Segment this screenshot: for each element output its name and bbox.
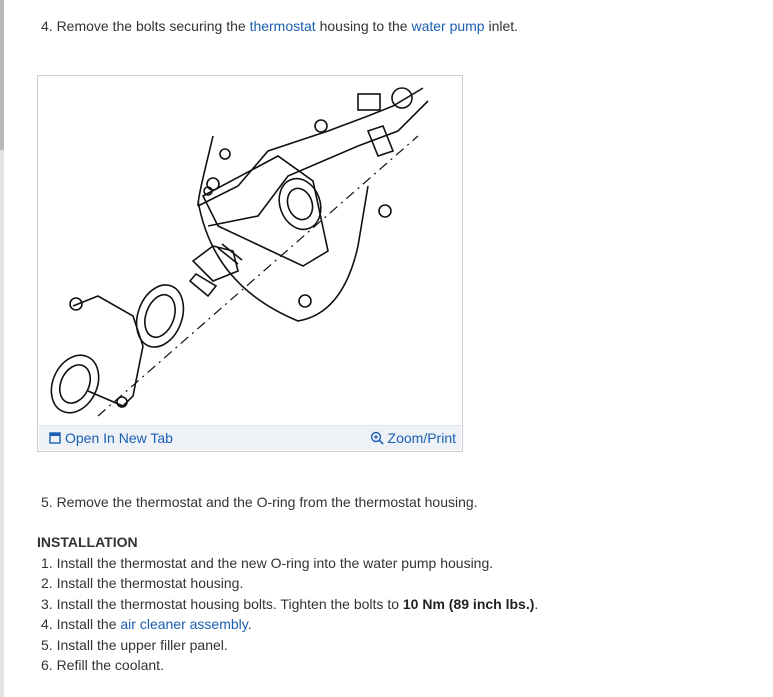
step-5-text: 5. Remove the thermostat and the O-ring … <box>41 494 478 510</box>
open-in-new-tab-label: Open In New Tab <box>65 430 173 446</box>
water-pump-link[interactable]: water pump <box>411 18 485 34</box>
page-scrollbar[interactable] <box>0 0 4 697</box>
figure-toolbar: Open In New Tab Zoom/Print <box>39 425 461 450</box>
step-4-prefix: 4. Remove the bolts securing the <box>41 18 250 34</box>
thermostat-diagram-figure: Open In New Tab Zoom/Print <box>37 75 463 452</box>
installation-item-3-prefix: 3. Install the thermostat housing bolts.… <box>41 595 403 612</box>
installation-item-2: 2. Install the thermostat housing. <box>41 575 244 592</box>
zoom-print-label: Zoom/Print <box>387 430 456 446</box>
installation-list: 1. Install the thermostat and the new O-… <box>41 555 538 677</box>
zoom-in-icon <box>370 431 384 445</box>
air-cleaner-assembly-link[interactable]: air cleaner assembly <box>120 616 248 633</box>
installation-item-4-prefix: 4. Install the <box>41 616 121 633</box>
scrollbar-thumb[interactable] <box>0 0 4 150</box>
installation-item-4-suffix: . <box>247 616 252 633</box>
new-tab-icon <box>49 432 61 444</box>
installation-item-4: 4. Install the air cleaner assembly. <box>41 616 538 636</box>
thermostat-link[interactable]: thermostat <box>249 18 316 34</box>
installation-heading: INSTALLATION <box>37 534 138 550</box>
step-4-suffix: inlet. <box>484 18 519 34</box>
thermostat-housing-illustration <box>50 87 429 417</box>
installation-item-1: 1. Install the thermostat and the new O-… <box>41 555 494 571</box>
zoom-print-button[interactable]: Zoom/Print <box>370 430 456 446</box>
torque-spec: 10 Nm (89 inch lbs.) <box>402 595 535 612</box>
open-in-new-tab-button[interactable]: Open In New Tab <box>49 430 173 446</box>
installation-item-6: 6. Refill the coolant. <box>41 656 164 673</box>
installation-item-3-suffix: . <box>534 595 539 612</box>
installation-item-3: 3. Install the thermostat housing bolts.… <box>41 596 538 616</box>
step-4-text: 4. Remove the bolts securing the thermos… <box>41 18 518 34</box>
step-4-mid: housing to the <box>315 18 412 34</box>
installation-item-5: 5. Install the upper filler panel. <box>41 636 228 653</box>
